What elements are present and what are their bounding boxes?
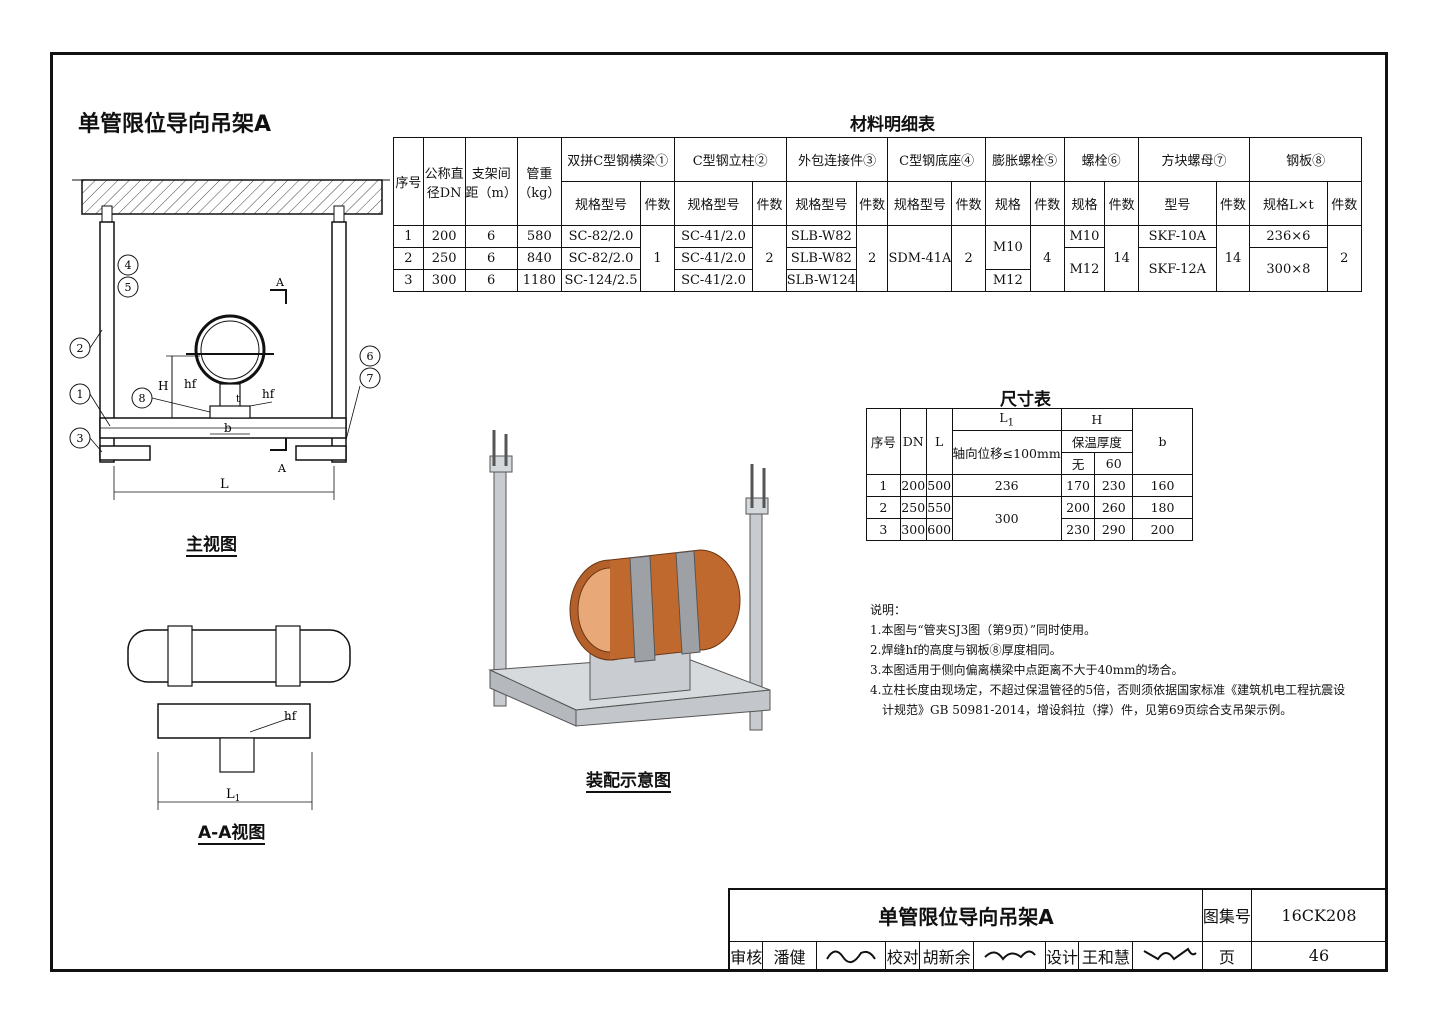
svg-text:A: A (275, 276, 285, 289)
svg-text:7: 7 (367, 372, 374, 385)
note-item: 3.本图适用于侧向偏离横梁中点距离不大于40mm的场合。 (870, 663, 1184, 677)
svg-text:hf: hf (184, 377, 198, 391)
svg-text:8: 8 (139, 392, 146, 405)
drawing-frame (50, 52, 1388, 972)
atlas-number: 16CK208 (1250, 888, 1388, 942)
designer-signature (1132, 940, 1203, 972)
section-view-label: A-A视图 (198, 818, 266, 845)
main-view-label: 主视图 (186, 530, 237, 557)
checker-signature (972, 940, 1046, 972)
h-column: C型钢立柱② (673, 137, 787, 182)
note-item: 2.焊缝hf的高度与钢板⑧厚度相同。 (870, 643, 1062, 657)
svg-text:H: H (158, 379, 168, 393)
svg-text:5: 5 (125, 281, 132, 294)
svg-text:2: 2 (77, 342, 84, 355)
reviewer-signature (815, 940, 887, 972)
materials-title: 材料明细表 (850, 115, 935, 135)
svg-text:L: L (220, 477, 229, 492)
svg-text:6: 6 (367, 350, 374, 363)
svg-text:3: 3 (77, 432, 84, 445)
page-title: 单管限位导向吊架A (78, 112, 272, 137)
notes: 说明： 1.本图与“管夹SJ3图（第9页）”同时使用。 2.焊缝hf的高度与钢板… (870, 600, 1345, 720)
h-span: 支架间距（m） (464, 137, 518, 226)
svg-text:L1: L1 (226, 787, 240, 804)
assembly-illustration (488, 430, 771, 731)
svg-text:4: 4 (125, 259, 132, 272)
right-column (331, 221, 347, 463)
assembly-label: 装配示意图 (586, 766, 671, 793)
dimensions-title: 尺寸表 (1000, 390, 1051, 410)
note-item: 1.本图与“管夹SJ3图（第9页）”同时使用。 (870, 623, 1097, 637)
h-nut: 方块螺母⑦ (1137, 137, 1251, 182)
note-item: 计规范》GB 50981-2014，增设斜拉（撑）件，见第69页综合支吊架示例。 (882, 703, 1293, 717)
svg-text:hf: hf (262, 387, 276, 401)
h-weight: 管重（kg） (516, 137, 562, 226)
h-bolt: 螺栓⑥ (1063, 137, 1139, 182)
pipe-section (194, 314, 266, 386)
title-block-title: 单管限位导向吊架A (728, 888, 1203, 942)
note-item: 4.立柱长度由现场定，不超过保温管径的5倍，否则须依据国家标准《建筑机电工程抗震… (870, 683, 1346, 697)
h-connector: 外包连接件③ (785, 137, 889, 182)
svg-text:1: 1 (77, 388, 84, 401)
left-column (99, 221, 115, 463)
h-anchor: 膨胀螺栓⑤ (984, 137, 1065, 182)
page-number: 46 (1250, 940, 1388, 972)
main-view-drawing: H hf hf t b A A L 4 5 2 1 3 8 6 7 (69, 179, 390, 500)
svg-text:t: t (236, 394, 240, 405)
svg-text:hf: hf (284, 709, 298, 723)
notes-title: 说明： (870, 603, 907, 617)
section-view-drawing: hf L1 (127, 625, 351, 810)
title-block: 单管限位导向吊架A 图集号 16CK208 审核 潘健 校对 胡新余 设计 王和… (728, 888, 1388, 972)
svg-text:b: b (224, 421, 232, 435)
h-dn: 公称直径DN (422, 137, 466, 226)
h-no: 序号 (393, 137, 424, 226)
materials-table: 序号 公称直径DN 支架间距（m） 管重（kg） 双拼C型钢横梁① C型钢立柱②… (393, 137, 1363, 292)
h-base: C型钢底座④ (887, 137, 986, 182)
h-beam: 双拼C型钢横梁① (560, 137, 675, 182)
h-plate: 钢板⑧ (1249, 137, 1362, 182)
svg-text:A: A (277, 462, 287, 475)
atlas-label: 图集号 (1201, 888, 1252, 942)
